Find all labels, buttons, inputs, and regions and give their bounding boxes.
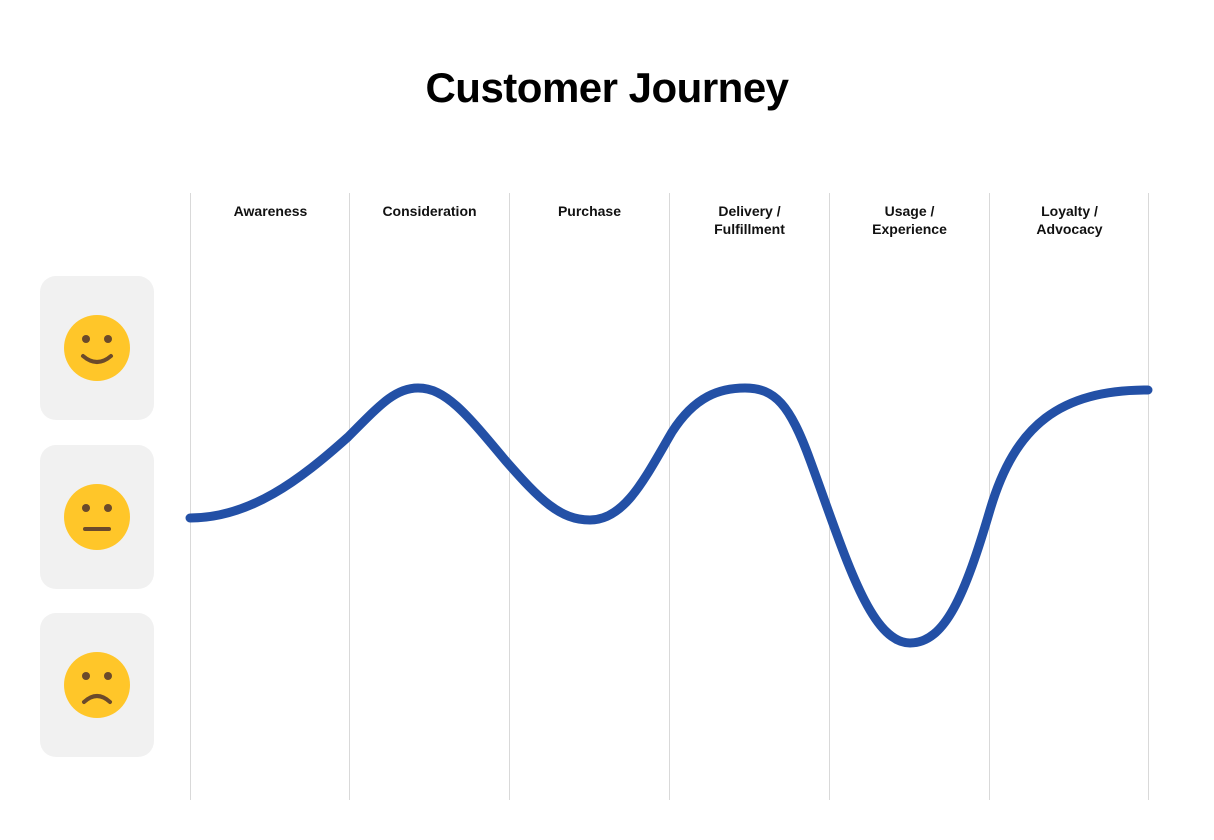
stage-label-line: Advocacy [1036,221,1103,237]
stage-label-purchase: Purchase [510,202,669,220]
stage-label-line: Experience [872,221,947,237]
stage-divider [829,193,830,800]
stage-label-line: Awareness [233,203,308,219]
neutral-sentiment-card [40,445,154,589]
stage-label-loyalty: Loyalty / Advocacy [990,202,1149,238]
stage-divider [1148,193,1149,800]
stage-label-line: Consideration [382,203,477,219]
frowning-face-icon [64,652,130,718]
stage-label-consideration: Consideration [350,202,509,220]
stage-label-delivery: Delivery / Fulfillment [670,202,829,238]
neutral-face-icon [64,484,130,550]
stage-label-usage: Usage / Experience [830,202,989,238]
journey-curve-line [185,383,1153,648]
stage-label-line: Delivery / [718,203,781,219]
stage-divider [190,193,191,800]
positive-sentiment-card [40,276,154,420]
stage-divider [349,193,350,800]
smiling-face-icon [64,315,130,381]
stage-label-line: Fulfillment [714,221,785,237]
stage-divider [669,193,670,800]
negative-sentiment-card [40,613,154,757]
stage-label-line: Loyalty / [1041,203,1098,219]
stage-divider [509,193,510,800]
page-title: Customer Journey [425,64,789,111]
stage-label-line: Usage / [884,203,935,219]
stage-label-line: Purchase [557,203,622,219]
stage-label-awareness: Awareness [191,202,350,220]
stage-divider [989,193,990,800]
